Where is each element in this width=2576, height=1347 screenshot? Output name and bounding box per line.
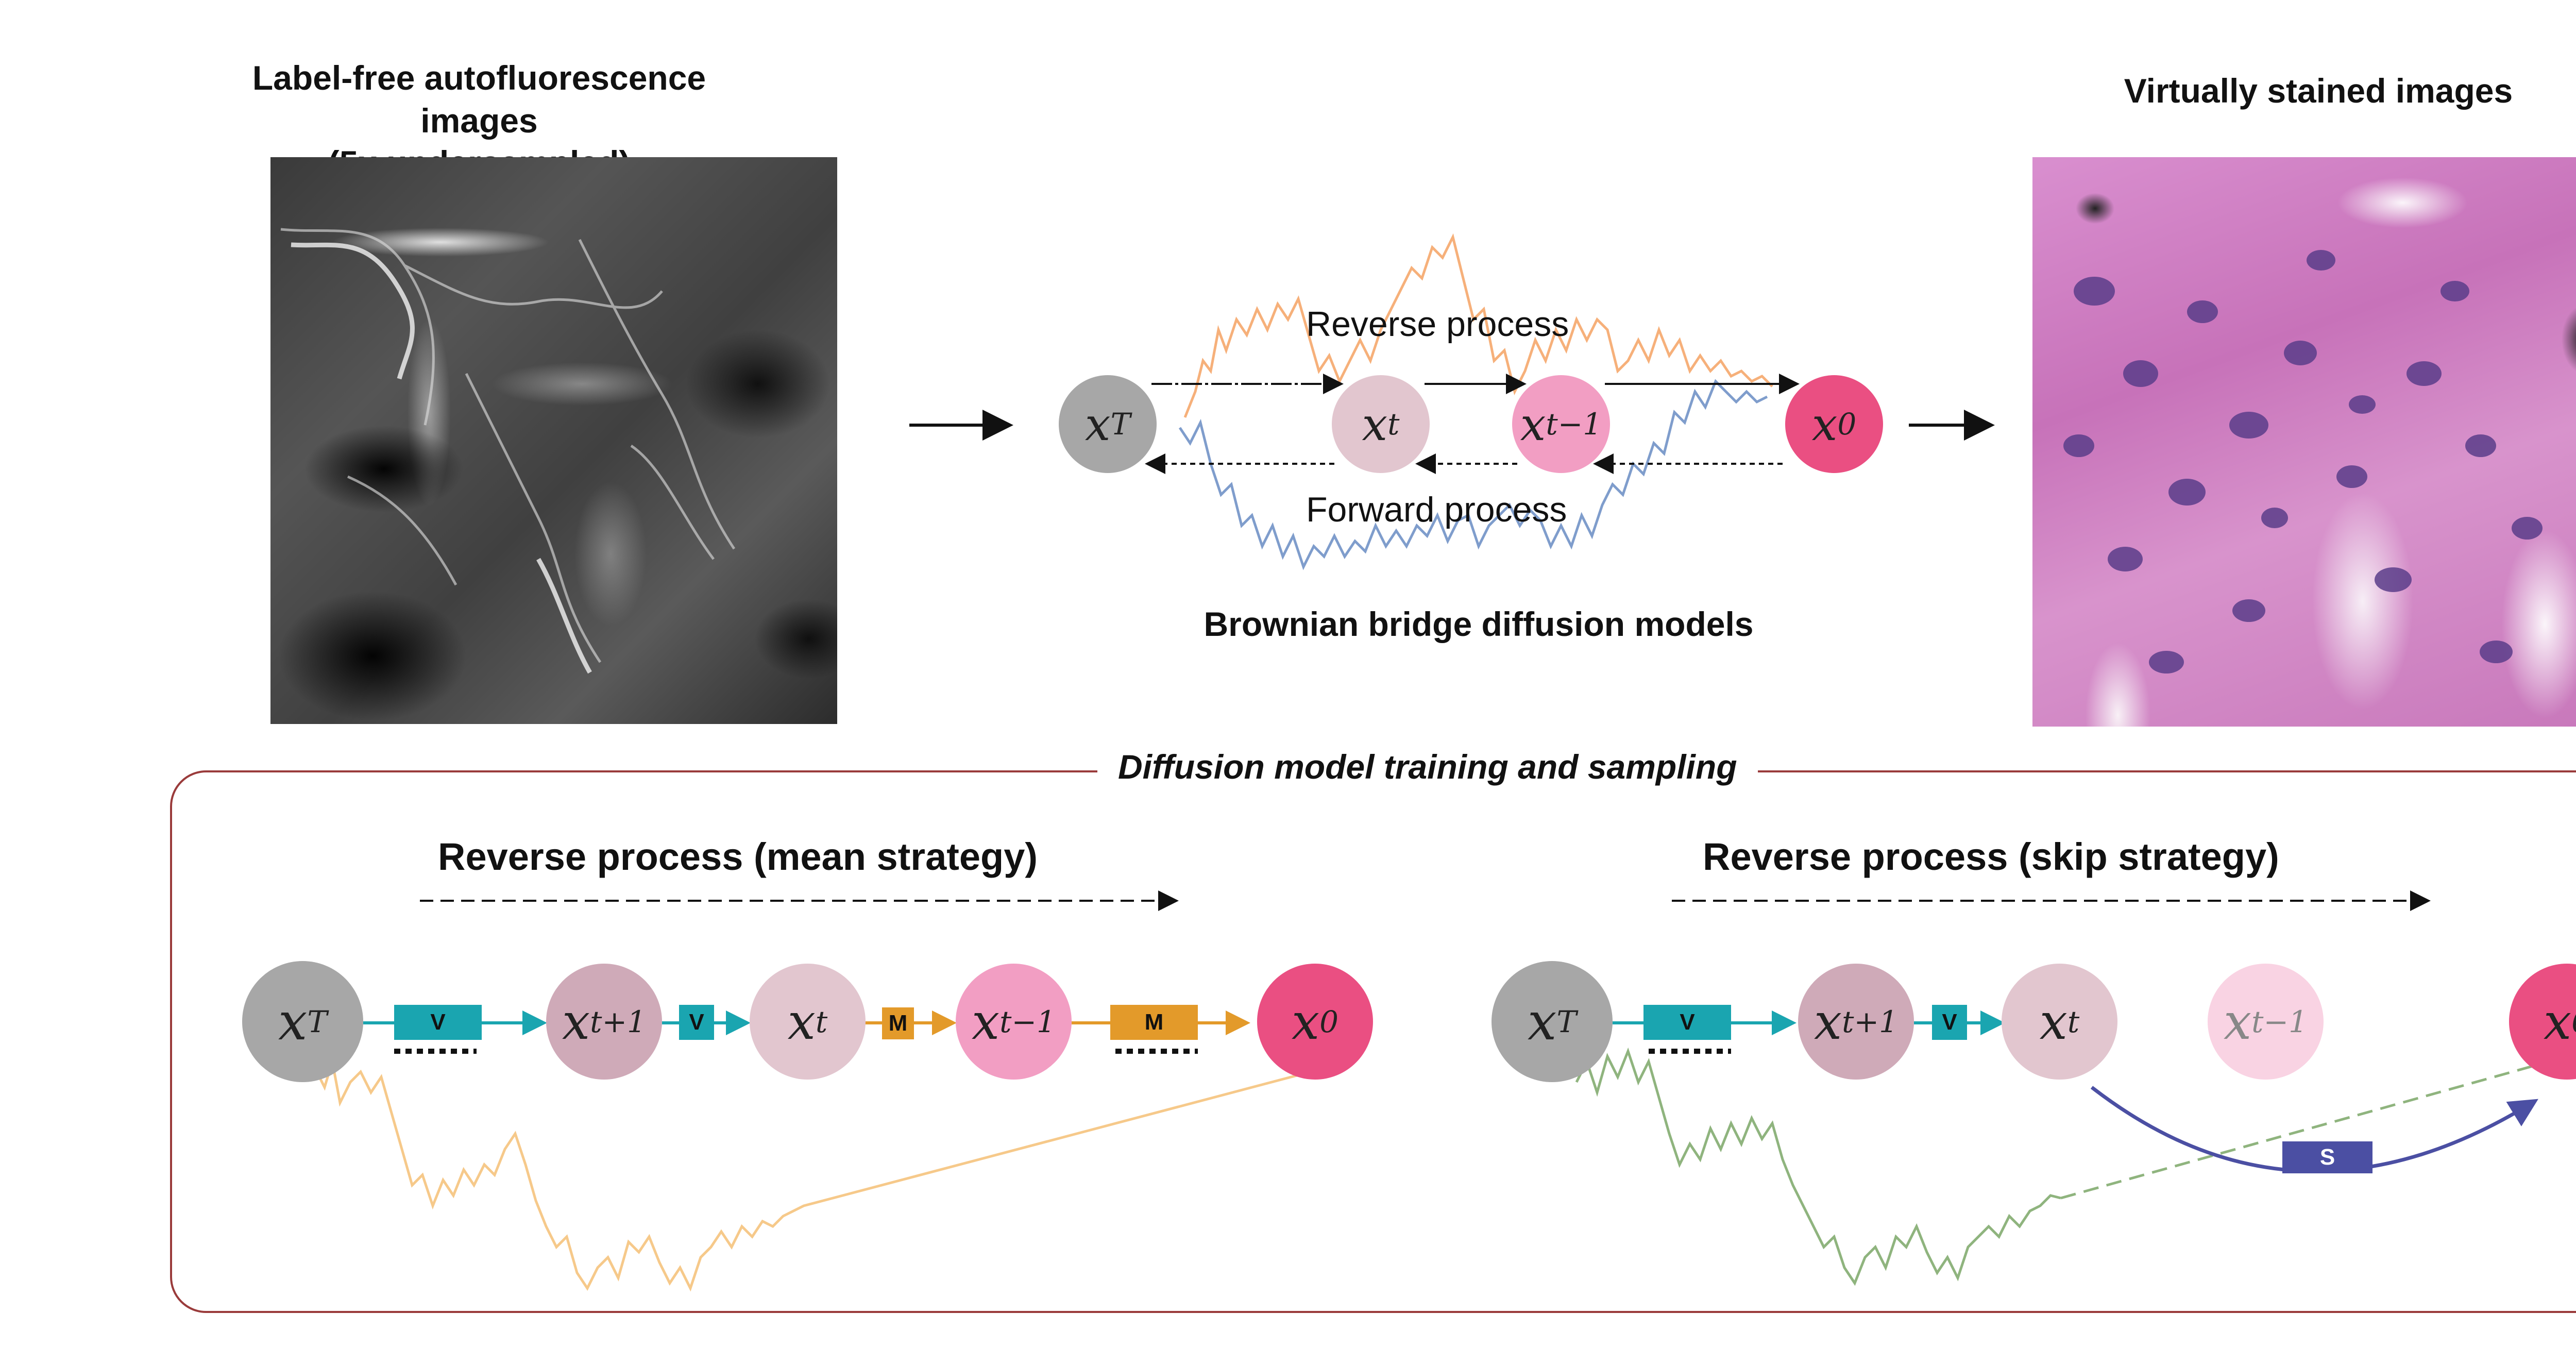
virtually-stained-image (2032, 157, 2576, 727)
forward-brownian-path (1178, 379, 1768, 570)
skip-dashed-link (2060, 1063, 2540, 1200)
autofluorescence-image (270, 157, 837, 724)
mean-brownian-path (313, 1061, 1301, 1292)
stained-texture (2063, 250, 2543, 674)
reverse-process-label: Reverse process (1306, 305, 1569, 344)
skip-box-v2: V (1932, 1005, 1967, 1040)
skip-box-v1: V (1643, 1005, 1731, 1040)
mean-strategy-title: Reverse process (mean strategy) (438, 835, 1038, 878)
mean-box-m1: M (882, 1007, 914, 1039)
skip-strategy-title: Reverse process (skip strategy) (1703, 835, 2279, 878)
output-panel-title: Virtually stained images (2124, 72, 2513, 110)
frame-title: Diffusion model training and sampling (1097, 747, 1758, 786)
skip-box-s: S (2282, 1141, 2372, 1173)
input-title-line1: Label-free autofluorescence images (252, 59, 706, 140)
mean-box-v2: V (679, 1005, 714, 1040)
reverse-brownian-path (1183, 233, 1773, 418)
autofluorescence-texture (280, 228, 736, 674)
mean-box-v1: V (394, 1005, 482, 1040)
center-caption: Brownian bridge diffusion models (1204, 605, 1754, 643)
mean-box-m2: M (1110, 1005, 1198, 1040)
skip-brownian-path (1575, 1047, 2061, 1286)
forward-process-label: Forward process (1306, 490, 1567, 529)
